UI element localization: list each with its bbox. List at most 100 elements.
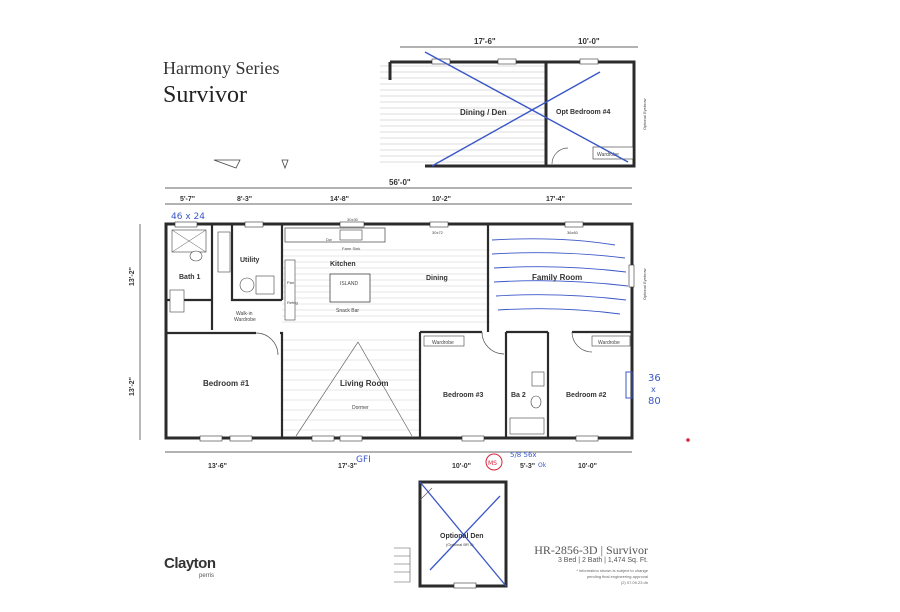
roof-symbols [213,159,289,170]
handwritten-x: x [651,385,656,394]
pen-cross [424,51,629,163]
dim-top-1: 5'-7" [180,196,195,203]
handwritten-size: 5/8 56x [510,451,537,459]
counter [284,227,386,243]
clayton-logo: Clayton [164,555,216,572]
eyebrow-label-top: Optional Eyebrow [642,98,647,130]
dormer-outline [295,341,413,437]
washer-dryer [217,231,231,273]
dim-top-4: 10'-2" [432,196,451,203]
dim-bottom-1: 13'-6" [208,463,227,470]
handwritten-window-size: 46 x 24 [171,212,205,222]
plan-specs: 3 Bed | 2 Bath | 1,474 Sq. Ft. [557,557,648,564]
interior-walls [166,224,632,438]
series-title: Harmony Series [163,58,280,78]
room-opt-bedroom4: Opt Bedroom #4 [556,109,611,116]
room-kitchen: Kitchen [330,261,356,268]
room-bath1: Bath 1 [179,274,201,281]
room-utility: Utility [240,257,260,264]
wardrobe-br2-label: Wardrobe [598,340,620,346]
disclaimer-line-2: pending final engineering approval [586,574,648,579]
room-family: Family Room [532,273,582,282]
windows [174,221,635,442]
red-dot [686,438,690,442]
handwritten-gfi: GFI [356,455,371,465]
window [431,58,451,65]
opt-den-sub: (Optional BR 5) [446,542,474,547]
main-dimensions: 56'-0" 5'-7" 8'-3" 14'-8" 10'-2" 17'-4" … [129,178,632,470]
addon-bottom: Optional Den (Optional BR 5) [394,480,508,589]
plan-code: HR-2856-3D | Survivor [534,543,648,557]
window-label: 30x30 [347,217,359,222]
dim-top-5: 17'-4" [546,196,565,203]
disclaimer-line-1: * information shown is subject to change [576,568,648,573]
refrig-label: Refrig [287,300,298,305]
pen-scribbles [491,238,629,315]
dim-top-2: 8'-3" [237,196,252,203]
window [497,58,517,65]
door-swing [481,331,505,355]
dormer-label: Dormer [352,405,369,411]
handwritten-36: 36 [648,373,661,384]
pen-cross [431,71,601,167]
window-label: 30x72 [432,230,444,235]
island [329,273,371,303]
vanity [169,289,185,313]
red-circle [485,453,503,471]
floor-hatch-main [282,249,490,431]
room-bedroom2: Bedroom #2 [566,392,607,399]
dim-addon-2: 10'-0" [578,37,600,46]
wardrobe-br3 [423,335,465,347]
dim-addon-1: 17'-6" [474,37,496,46]
dim-bottom-4: 5'-3" [520,463,535,470]
eyebrow-label-main: Optional Eyebrow [642,268,647,300]
dim-left-2: 13'-2" [129,377,136,396]
door-swing [551,147,569,165]
window [453,582,477,589]
farm-sink-label: Farm Sink [342,246,360,251]
room-opt-den: Optional Den [440,533,484,540]
dim-left-1: 13'-2" [129,267,136,286]
snack-bar-label: Snack Bar [336,308,359,314]
revision-date: (2) 07.09.23 dh [620,580,648,585]
steps [394,547,411,583]
farm-sink [339,229,363,241]
addon-top: 17'-6" 10'-0" Dining / Den Opt Bedroom #… [380,37,647,168]
model-title: Survivor [163,82,247,108]
wardrobe-br2 [591,335,631,347]
dw-label: Dw [326,237,332,242]
handwritten-80: 80 [648,396,661,407]
main-floor: 36x60 30x30 30x72 36x60 Bath 1 Utility W… [164,217,647,442]
dim-overall: 56'-0" [389,178,411,187]
window [579,58,599,65]
handwritten-ok: Ok [538,462,547,469]
door-swing [255,332,279,356]
logo-subtitle: perris [199,573,215,579]
island-label: ISLAND [340,281,358,287]
walkin-label: Walk-in [236,311,253,317]
pantry-label: Pan [287,280,294,285]
toilet [189,250,203,262]
window-label: 36x60 [567,230,579,235]
room-bedroom3: Bedroom #3 [443,392,484,399]
room-dining: Dining [426,275,448,282]
dim-bottom-2: 17'-3" [338,463,357,470]
walkin-label-2: Wardrobe [234,317,256,323]
door-swing [571,331,593,353]
room-bedroom1: Bedroom #1 [203,379,250,388]
furnace [255,275,275,295]
pen-cross [419,481,507,587]
wardrobe-label: Wardrobe [597,152,619,158]
dim-top-3: 14'-8" [330,196,349,203]
handwriting: 46 x 24 36 x 80 GFI MS 5/8 56x Ok [171,212,690,471]
water-heater [239,277,255,293]
lavatory [531,371,545,387]
handwritten-ms: MS [488,460,497,467]
dim-bottom-3: 10'-0" [452,463,471,470]
pen-cross [429,495,501,571]
pantry-refrig [284,259,296,321]
room-ba2: Ba 2 [511,392,526,399]
room-living: Living Room [340,379,388,388]
pen-window-mark [625,371,633,399]
